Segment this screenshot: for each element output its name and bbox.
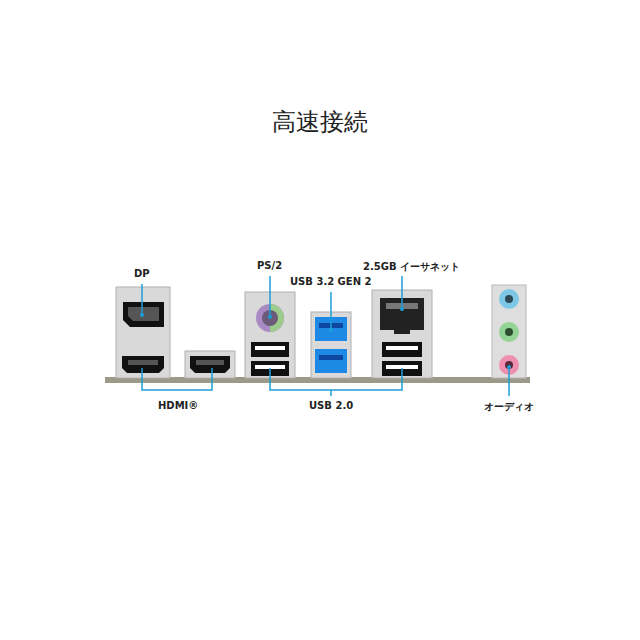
- leader-dot: [329, 328, 333, 332]
- port-frame: [492, 285, 526, 378]
- leader-line: [269, 276, 271, 316]
- hdmi-inner: [128, 360, 158, 365]
- audio-jack: [499, 322, 519, 342]
- usb-port: [382, 342, 422, 357]
- leader-dots: [140, 307, 511, 369]
- audio-socket: [505, 295, 513, 303]
- usb-port: [251, 342, 289, 357]
- leader-dot: [400, 307, 404, 311]
- port-label: 2.5GB イーサネット: [361, 260, 462, 274]
- audio-socket: [505, 361, 513, 369]
- port-frame: [116, 287, 170, 378]
- port-label: DP: [132, 268, 152, 279]
- leader-bracket: [270, 368, 402, 396]
- leader-dot: [268, 315, 272, 319]
- leader-bracket: [142, 368, 212, 390]
- port-label: HDMI®: [156, 400, 200, 411]
- displayport-inner: [128, 307, 159, 321]
- hdmi-inner: [196, 360, 224, 365]
- leader-line: [401, 276, 403, 308]
- port-label: USB 2.0: [307, 400, 355, 411]
- audio-socket: [505, 328, 513, 336]
- usb3-port: [315, 349, 347, 373]
- port-frame: [185, 351, 235, 378]
- page-title: 高速接続: [272, 106, 368, 138]
- leader-line: [330, 292, 332, 329]
- leader-line: [141, 284, 143, 314]
- leader-line: [508, 368, 510, 396]
- leader-dot: [140, 313, 144, 317]
- usb-tongue: [386, 346, 418, 350]
- leader-dot: [507, 365, 511, 369]
- audio-jack: [499, 289, 519, 309]
- port-label: USB 3.2 GEN 2: [288, 276, 373, 287]
- hdmi-port: [190, 356, 230, 373]
- hdmi-port: [122, 356, 164, 373]
- usb-tongue: [319, 355, 343, 360]
- port-label: PS/2: [255, 260, 284, 271]
- port-label: オーディオ: [482, 400, 536, 414]
- usb-tongue: [255, 346, 285, 350]
- displayport-port: [123, 302, 164, 327]
- leader-lines: [142, 276, 509, 396]
